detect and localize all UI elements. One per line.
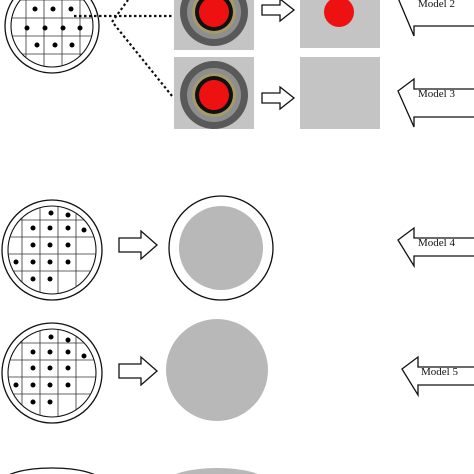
row-cropped-bottom: [9, 467, 259, 474]
result-disk-model-5: [166, 319, 268, 421]
row-model-4: Model 4: [1, 195, 474, 301]
label-model-3: Model 3: [418, 88, 455, 100]
callout-model-3: Model 3: [397, 77, 474, 128]
petri-dish-grid-icon: [9, 467, 95, 474]
label-model-4: Model 4: [418, 237, 455, 249]
petri-dish-grid-icon: [1, 322, 103, 424]
hollow-right-arrow-icon: [261, 0, 296, 23]
ring-panel-model-3: [174, 57, 254, 129]
callout-model-4: Model 4: [397, 226, 474, 269]
hollow-right-arrow-icon: [261, 85, 296, 111]
row-model-5: Model 5: [1, 319, 474, 424]
ring-panel-model-2: [174, 0, 254, 50]
row-model-2-3: Model 2 Model 3: [4, 0, 474, 129]
callout-model-5: Model 5: [401, 355, 474, 398]
hollow-right-arrow-icon: [118, 355, 158, 387]
label-model-5: Model 5: [421, 366, 458, 378]
result-panel-model-3: [300, 57, 380, 129]
callout-model-2: Model 2: [398, 0, 474, 37]
dotted-connectors: [74, 0, 173, 97]
result-panel-model-2: [300, 0, 380, 48]
label-model-2: Model 2: [418, 0, 455, 10]
result-disk-cropped: [175, 468, 259, 474]
petri-dish-grid-icon: [4, 0, 100, 74]
petri-dish-grid-icon: [1, 199, 103, 301]
hollow-right-arrow-icon: [118, 229, 158, 261]
result-disk-with-ring-model-4: [168, 195, 274, 301]
